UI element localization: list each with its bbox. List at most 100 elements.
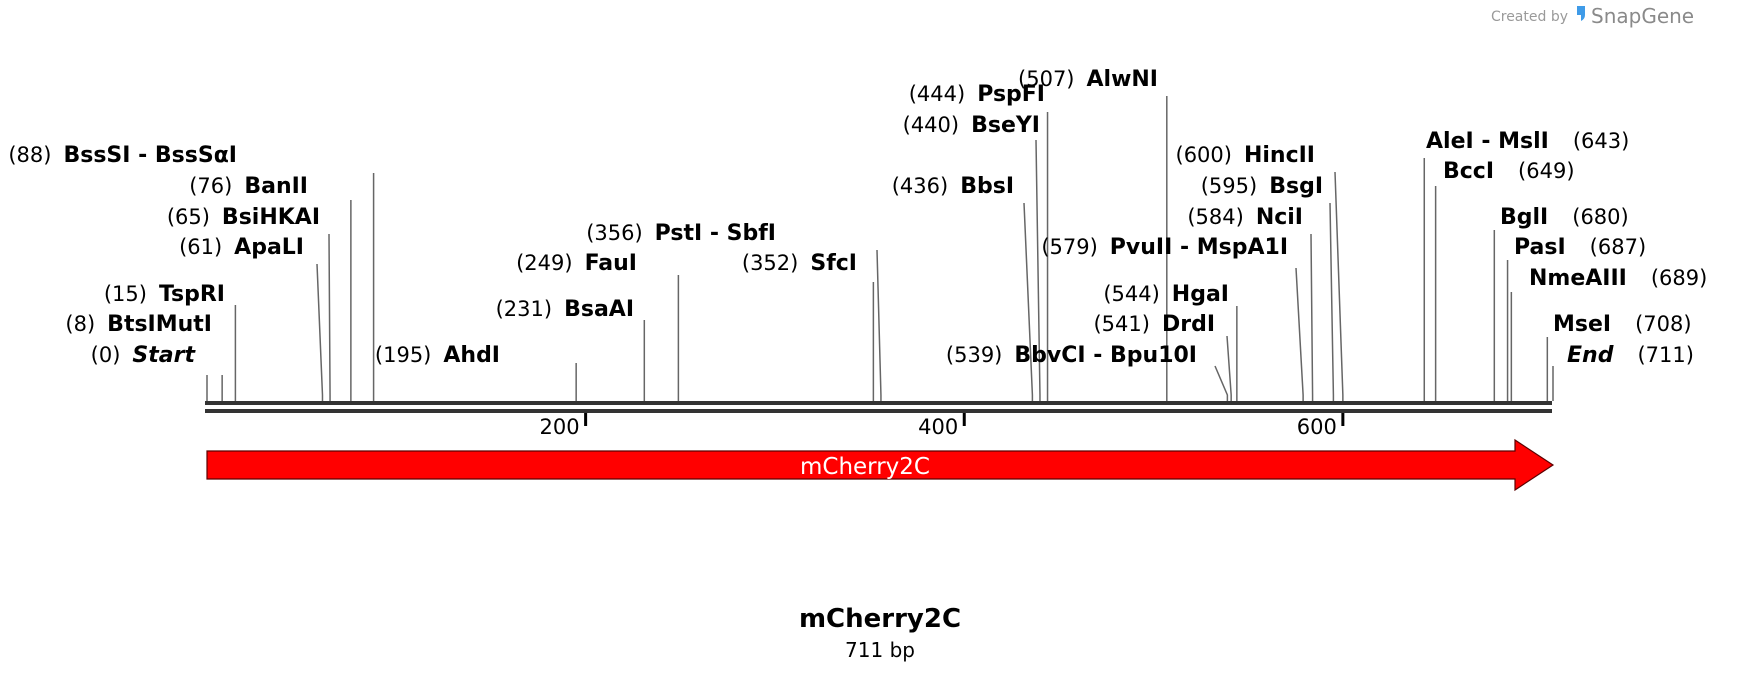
site-position: (600) bbox=[1176, 143, 1232, 167]
sequence-backbone bbox=[205, 401, 1552, 413]
site-label[interactable]: AhdI (195) bbox=[375, 343, 500, 368]
site-label[interactable]: MseI(708) bbox=[1553, 312, 1692, 337]
site-label[interactable]: BsgI (595) bbox=[1201, 174, 1323, 199]
site-enzyme-name: PspFI bbox=[977, 82, 1045, 107]
site-label[interactable]: Start (0) bbox=[91, 343, 197, 368]
ruler-tick-label: 600 bbox=[1297, 415, 1337, 439]
site-enzyme-name: BsiHKAI bbox=[222, 205, 320, 230]
ruler-tick bbox=[584, 413, 588, 426]
site-label[interactable]: HgaI(544) bbox=[1103, 282, 1229, 307]
site-label[interactable]: AleI - MslI(643) bbox=[1426, 129, 1629, 154]
site-enzyme-name: BseYI bbox=[971, 113, 1040, 138]
site-enzyme-name: BsgI bbox=[1269, 174, 1323, 199]
site-enzyme-name: NciI bbox=[1256, 205, 1303, 230]
site-label[interactable]: PspFI(444) bbox=[909, 82, 1045, 107]
site-enzyme-name: BssSI - BssSαI bbox=[63, 143, 237, 168]
site-label[interactable]: BccI (649) bbox=[1443, 159, 1575, 184]
site-enzyme-name: TspRI bbox=[159, 282, 225, 307]
site-label[interactable]: BbsI(436) bbox=[892, 174, 1014, 199]
site-label[interactable]: NciI(584) bbox=[1187, 205, 1303, 230]
site-line bbox=[1334, 171, 1344, 401]
site-label[interactable]: BssSI - BssSαI (88) bbox=[8, 143, 237, 168]
ruler-tick bbox=[962, 413, 966, 426]
site-label[interactable]: BsiHKAI (65) bbox=[167, 205, 320, 230]
site-label[interactable]: FauI (249) bbox=[516, 251, 637, 276]
site-enzyme-name: HgaI bbox=[1172, 282, 1229, 307]
site-position: (88) bbox=[8, 143, 51, 167]
site-line bbox=[876, 249, 882, 401]
site-enzyme-name: PstI - SbfI bbox=[655, 221, 776, 246]
site-label[interactable]: DrdI (541) bbox=[1093, 312, 1215, 337]
site-enzyme-name: FauI bbox=[585, 251, 637, 276]
site-enzyme-name: AhdI bbox=[443, 343, 500, 368]
sequence-title: mCherry2C bbox=[799, 604, 961, 634]
snapgene-logo-icon bbox=[1577, 6, 1585, 21]
site-line bbox=[1035, 139, 1041, 401]
site-enzyme-name: SfcI bbox=[810, 251, 857, 276]
site-label[interactable]: SfcI (352) bbox=[742, 251, 857, 276]
site-line bbox=[1226, 335, 1232, 401]
site-position: (687) bbox=[1590, 235, 1646, 259]
sequence-length: 711 bp bbox=[845, 638, 915, 662]
site-enzyme-name: BccI bbox=[1443, 159, 1494, 184]
site-label[interactable]: PvuII - MspA1I (579) bbox=[1041, 235, 1288, 260]
site-enzyme-name: NmeAIII bbox=[1529, 266, 1627, 291]
site-label[interactable]: BanII(76) bbox=[189, 174, 308, 199]
site-lines bbox=[206, 96, 1554, 401]
site-position: (708) bbox=[1635, 312, 1691, 336]
site-position: (61) bbox=[179, 235, 222, 259]
site-line bbox=[1310, 233, 1314, 401]
site-label[interactable]: BseYI (440) bbox=[903, 113, 1040, 138]
site-position: (541) bbox=[1093, 312, 1149, 336]
site-line bbox=[328, 233, 331, 401]
site-enzyme-name: BanII bbox=[244, 174, 308, 199]
site-line bbox=[316, 263, 324, 401]
site-enzyme-name: Start bbox=[132, 343, 196, 368]
site-enzyme-name: BtsIMutI bbox=[107, 312, 212, 337]
site-position: (649) bbox=[1518, 159, 1574, 183]
feature-label: mCherry2C bbox=[800, 454, 930, 480]
site-label[interactable]: AlwNI(507) bbox=[1018, 67, 1158, 92]
site-label[interactable]: TspRI(15) bbox=[104, 282, 225, 307]
site-position: (440) bbox=[903, 113, 959, 137]
ruler-tick-label: 200 bbox=[540, 415, 580, 439]
site-label[interactable]: BglI(680) bbox=[1500, 205, 1629, 230]
site-enzyme-name: HincII bbox=[1244, 143, 1315, 168]
site-enzyme-name: PvuII - MspA1I bbox=[1110, 235, 1288, 260]
site-label[interactable]: ApaLI (61) bbox=[179, 235, 304, 260]
site-label[interactable]: HincII (600) bbox=[1176, 143, 1316, 168]
feature-arrow[interactable] bbox=[206, 438, 1555, 492]
site-position: (0) bbox=[91, 343, 121, 367]
site-enzyme-name: ApaLI bbox=[234, 235, 304, 260]
feature-mcherry2c[interactable]: mCherry2C bbox=[206, 438, 1555, 492]
site-label[interactable]: BtsIMutI(8) bbox=[65, 312, 212, 337]
site-enzyme-name: AlwNI bbox=[1087, 67, 1159, 92]
site-label[interactable]: NmeAIII(689) bbox=[1529, 266, 1707, 291]
site-enzyme-name: PasI bbox=[1514, 235, 1566, 260]
ruler-tick-label: 400 bbox=[918, 415, 958, 439]
site-position: (711) bbox=[1637, 343, 1693, 367]
site-line bbox=[1295, 267, 1304, 401]
site-position: (65) bbox=[167, 205, 210, 229]
site-position: (249) bbox=[516, 251, 572, 275]
site-enzyme-name: DrdI bbox=[1162, 312, 1215, 337]
ruler-tick bbox=[1341, 413, 1345, 426]
site-labels: Start(0)BtsIMutI(8)TspRI(15)ApaLI(61)Bsi… bbox=[8, 67, 1707, 368]
site-position: (352) bbox=[742, 251, 798, 275]
site-label[interactable]: PstI - SbfI(356) bbox=[586, 221, 776, 246]
site-position: (195) bbox=[375, 343, 431, 367]
ruler: 200 400 600 bbox=[540, 413, 1345, 439]
site-enzyme-name: AleI - MslI bbox=[1426, 129, 1549, 154]
site-label[interactable]: End (711) bbox=[1567, 343, 1694, 368]
site-enzyme-name: End bbox=[1567, 343, 1614, 368]
site-label[interactable]: BbvCI - Bpu10I(539) bbox=[946, 343, 1197, 368]
site-line bbox=[1214, 365, 1229, 401]
site-position: (436) bbox=[892, 174, 948, 198]
site-label[interactable]: BsaAI(231) bbox=[496, 297, 634, 322]
site-position: (579) bbox=[1041, 235, 1097, 259]
site-enzyme-name: BglI bbox=[1500, 205, 1548, 230]
site-position: (595) bbox=[1201, 174, 1257, 198]
site-label[interactable]: PasI (687) bbox=[1514, 235, 1646, 260]
site-line bbox=[1329, 202, 1335, 401]
